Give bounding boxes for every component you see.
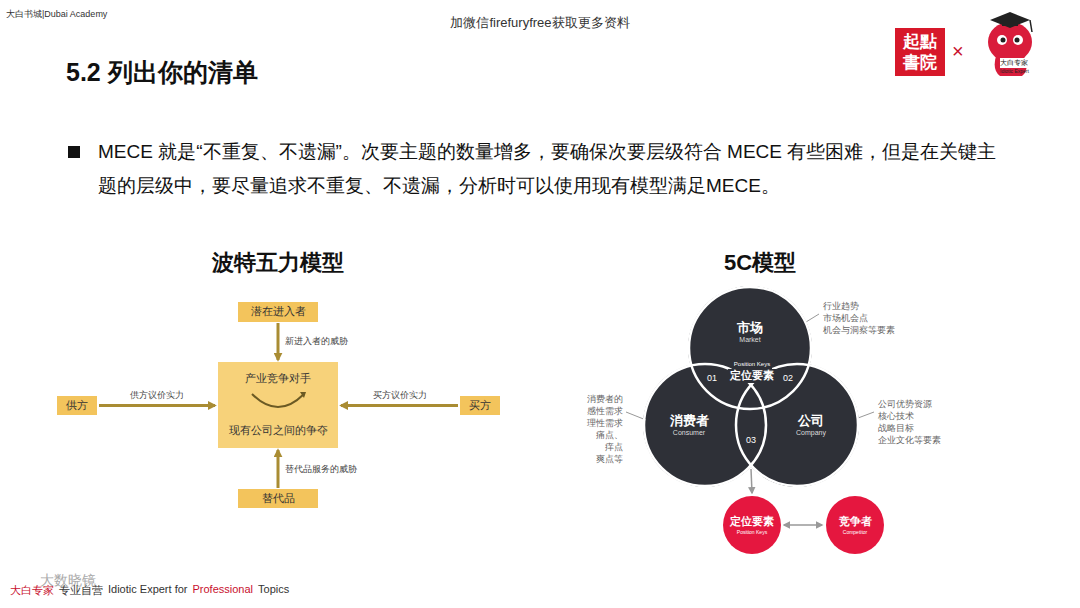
force-box: 供方 bbox=[57, 396, 97, 415]
edge-label: 买方议价实力 bbox=[372, 389, 428, 402]
label-text: × bbox=[952, 40, 964, 63]
red-circle: 定位要素Position Keys bbox=[722, 495, 782, 555]
label-text: 01 bbox=[707, 373, 717, 383]
label-text: 大白书城|Dubai Academy bbox=[6, 8, 107, 21]
circle-shape bbox=[644, 364, 766, 486]
red-circle: 竞争者Competitor bbox=[825, 495, 885, 555]
node-text: Company bbox=[796, 429, 826, 438]
text-group: 市场Market bbox=[737, 320, 763, 345]
label-text: 加微信firefuryfree获取更多资料 bbox=[450, 14, 629, 32]
circle-shape bbox=[736, 364, 858, 486]
node-text: 竞争者 bbox=[839, 515, 872, 529]
node-text: 潜在进入者 bbox=[251, 305, 306, 319]
text-group: 公司Company bbox=[796, 413, 826, 438]
text-group: 竞争者Competitor bbox=[839, 515, 872, 535]
side-note: 公司优势资源 核心技术 战略目标 企业文化等要素 bbox=[878, 398, 941, 446]
footer-text: Topics bbox=[258, 583, 289, 598]
node-text: 公司 bbox=[798, 413, 824, 429]
node-text: Position Keys bbox=[737, 529, 767, 535]
connector-arrow bbox=[784, 524, 822, 526]
connector-arrow bbox=[277, 450, 280, 488]
text-group: 产业竞争对手现有公司之间的争夺 bbox=[218, 362, 338, 448]
node-text: 消费者 bbox=[670, 413, 709, 429]
edge-label: 替代品服务的威胁 bbox=[284, 463, 358, 476]
center-key: Position Keys定位要素 bbox=[722, 358, 782, 386]
node-text: Position Keys bbox=[732, 361, 772, 369]
mascot bbox=[988, 12, 1032, 76]
text-group: Position Keys定位要素 bbox=[722, 358, 782, 386]
node-text: Competitor bbox=[843, 529, 867, 535]
text-group: 定位要素Position Keys bbox=[730, 515, 774, 535]
circle-shape bbox=[689, 287, 811, 409]
node-text: 定位要素 bbox=[730, 515, 774, 529]
node-text: 定位要素 bbox=[728, 369, 776, 383]
connector-arrow bbox=[99, 404, 215, 407]
label-text: 02 bbox=[783, 373, 793, 383]
label-text: 03 bbox=[746, 435, 756, 445]
text-group: 潜在进入者 bbox=[238, 302, 318, 322]
edge-label: 新进入者的威胁 bbox=[284, 335, 349, 348]
label-text: 大白专家 bbox=[1000, 58, 1028, 68]
slide-title: 5.2 列出你的清单 bbox=[66, 56, 258, 89]
label-text: Idiotic Expert bbox=[1000, 68, 1029, 74]
node-text: 替代品 bbox=[262, 492, 295, 506]
venn-circle: 市场Market bbox=[688, 286, 812, 410]
connector-arrow bbox=[277, 323, 280, 360]
node-text: Market bbox=[739, 336, 760, 345]
circle-outline bbox=[688, 286, 812, 410]
circle-shape bbox=[826, 496, 884, 554]
connector-arrow bbox=[751, 469, 752, 493]
connector-arrow bbox=[341, 404, 458, 407]
node-text: 市场 bbox=[737, 320, 763, 336]
text-group: 消费者Consumer bbox=[670, 413, 709, 438]
logo-box: 起點書院 bbox=[895, 28, 945, 76]
node-text: Consumer bbox=[673, 429, 705, 438]
text-group: 起點書院 bbox=[895, 28, 945, 76]
force-box: 潜在进入者 bbox=[238, 302, 318, 322]
footer-row: 大白专家专业自营 Idiotic Expert for Professional To… bbox=[10, 583, 289, 598]
force-box: 买方 bbox=[460, 396, 500, 415]
node-text: 供方 bbox=[66, 399, 88, 413]
footer-text: 专业自营 bbox=[59, 583, 103, 598]
node-text: 现有公司之间的争夺 bbox=[229, 424, 328, 438]
node-text: 起點書院 bbox=[902, 31, 938, 74]
edge-label: 供方议价实力 bbox=[129, 389, 185, 402]
text-group: 买方 bbox=[460, 396, 500, 415]
footer-text: Idiotic Expert for bbox=[108, 583, 187, 598]
text-group: 替代品 bbox=[238, 489, 318, 508]
node-text: 产业竞争对手 bbox=[245, 372, 311, 386]
label-text: MECE 就是“不重复、不遗漏”。次要主题的数量增多，要确保次要层级符合 MEC… bbox=[98, 135, 998, 203]
footer-text: Professional bbox=[192, 583, 253, 598]
label-text: 5C模型 bbox=[724, 248, 796, 278]
node-text: 买方 bbox=[469, 399, 491, 413]
circle-shape bbox=[723, 496, 781, 554]
side-note: 行业趋势 市场机会点 机会与洞察等要素 bbox=[823, 300, 895, 336]
text-group: 供方 bbox=[57, 396, 97, 415]
side-note: 消费者的 感性需求 理性需求 痛点、痒点 爽点等 bbox=[587, 393, 623, 465]
bullet-square bbox=[68, 146, 80, 158]
rivalry-box: 产业竞争对手现有公司之间的争夺 bbox=[218, 362, 338, 448]
force-box: 替代品 bbox=[238, 489, 318, 508]
footer-text: 大白专家 bbox=[10, 583, 54, 598]
label-text: 波特五力模型 bbox=[212, 248, 344, 278]
